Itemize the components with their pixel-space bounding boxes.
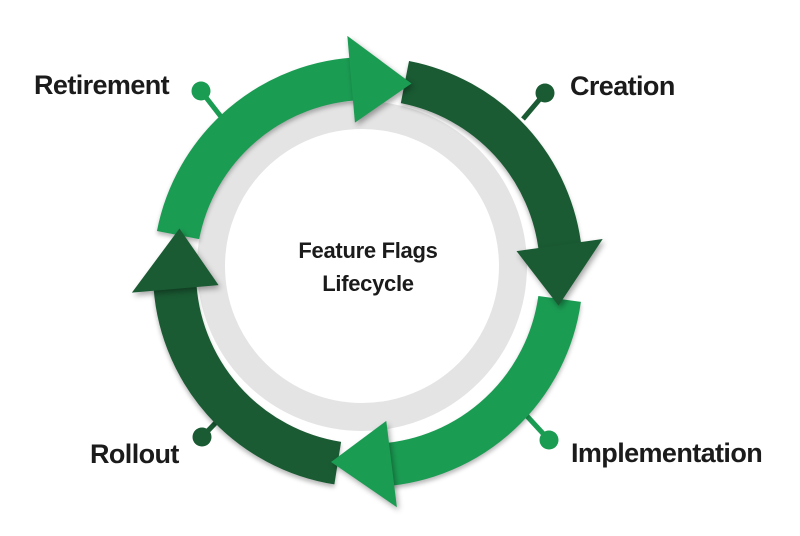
stage-label-implementation: Implementation bbox=[571, 438, 763, 468]
arrowhead-retirement-icon bbox=[347, 35, 412, 123]
arrowheads-group bbox=[131, 35, 603, 508]
arrowhead-implementation-icon bbox=[331, 420, 397, 508]
stage-label-creation: Creation bbox=[570, 71, 675, 101]
center-title-line2: Lifecycle bbox=[322, 271, 414, 296]
arrowhead-rollout-icon bbox=[131, 228, 219, 293]
connector-dot-implementation bbox=[539, 430, 559, 450]
connector-dot-rollout bbox=[192, 427, 212, 447]
ring-segment-implementation bbox=[379, 295, 581, 487]
arrowhead-creation-icon bbox=[516, 239, 603, 306]
center-title-line1: Feature Flags bbox=[298, 238, 438, 263]
connector-dot-retirement bbox=[191, 81, 211, 101]
connector-dot-creation bbox=[535, 83, 555, 103]
stage-label-retirement: Retirement bbox=[34, 70, 170, 100]
ring-segment-retirement bbox=[156, 57, 363, 240]
center-title: Feature Flags Lifecycle bbox=[298, 234, 437, 300]
ring-segment-creation bbox=[400, 60, 582, 255]
ring-segment-rollout bbox=[153, 277, 342, 485]
stage-label-rollout: Rollout bbox=[90, 439, 179, 469]
connectors-group bbox=[191, 81, 559, 450]
ring-segments-group bbox=[153, 57, 582, 487]
